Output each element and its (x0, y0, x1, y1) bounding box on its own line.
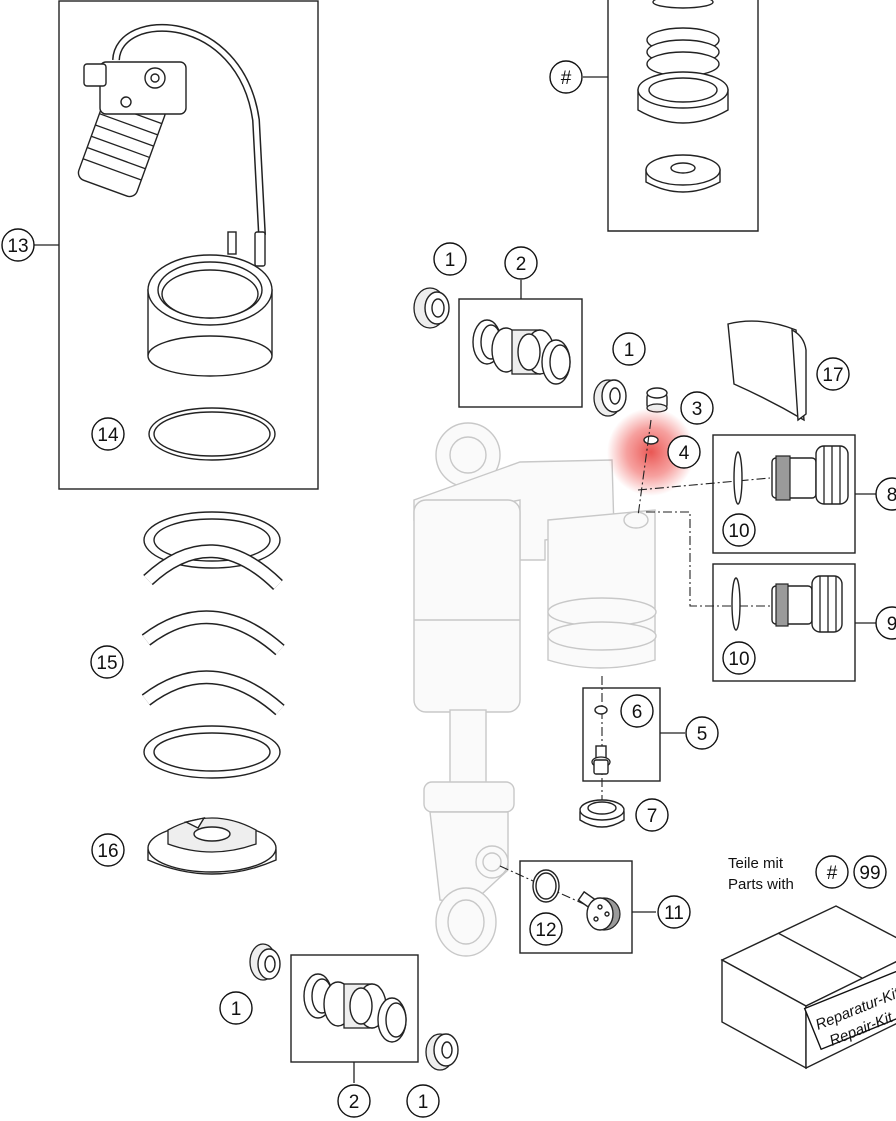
callout-12: 12 (529, 912, 563, 946)
callout-1-top-left: 1 (433, 242, 467, 276)
callout-2-top: 2 (504, 246, 538, 280)
callout-13-label: 13 (7, 236, 28, 257)
callout-14-label: 14 (97, 425, 119, 446)
bushing-part-1-bottom-right (425, 1033, 459, 1071)
callout-17-label: 17 (822, 365, 843, 386)
coil-spring-part-15 (141, 511, 285, 779)
callout-6-label: 6 (632, 702, 643, 723)
callout-1-bottom-left: 1 (219, 991, 253, 1025)
cap-part-7 (579, 799, 625, 828)
callout-14: 14 (91, 417, 125, 451)
shock-body-ghost (413, 422, 657, 957)
callout-15-label: 15 (96, 653, 117, 674)
kit-legend-hash: # (827, 863, 838, 884)
callout-16: 16 (91, 833, 125, 867)
callout-8-label: 8 (887, 485, 896, 506)
adjuster-group-9 (646, 511, 876, 682)
bearing-group-2-top (458, 280, 583, 408)
adjuster-group-8 (637, 434, 876, 554)
kit-legend-number-badge (853, 855, 887, 889)
kit-legend-line2: Parts with (728, 876, 794, 893)
callout-hash-top-label: # (561, 68, 572, 89)
valve-group-11 (519, 860, 656, 954)
callout-1-top-mid: 1 (612, 332, 646, 366)
spring-seat-parts (637, 0, 729, 193)
bushing-part-1-top-left (413, 287, 450, 329)
hash-group-frame (583, 0, 759, 232)
callout-15: 15 (90, 645, 124, 679)
bushing-part-1-bottom-left (249, 943, 281, 981)
callout-6: 6 (620, 694, 654, 728)
callout-2-bottom: 2 (337, 1084, 371, 1118)
callout-10-upper-label: 10 (728, 521, 749, 542)
valve-group-5 (582, 687, 685, 782)
callout-1-bottom-left-label: 1 (231, 999, 242, 1020)
kit-legend-number: 99 (859, 863, 880, 884)
callout-1-bottom-right-label: 1 (418, 1092, 429, 1113)
callout-17: 17 (816, 357, 850, 391)
bearing-group-2-bottom (290, 954, 419, 1083)
spring-seat-part-16 (147, 816, 277, 875)
callout-10-lower: 10 (722, 641, 756, 675)
seal-ring-part-14 (148, 407, 276, 461)
kit-legend-hash-badge (815, 855, 849, 889)
callout-10-lower-label: 10 (728, 649, 749, 670)
axis-line-3-4 (637, 419, 652, 517)
kit-legend: Teile mit Parts with # 99 (728, 855, 887, 893)
callout-5-label: 5 (697, 724, 708, 745)
callout-hash-top: # (549, 60, 583, 94)
air-can-part (147, 231, 273, 377)
callout-10-upper: 10 (722, 513, 756, 547)
callout-1-top-mid-label: 1 (624, 340, 635, 361)
kit-legend-line1: Teile mit (728, 855, 784, 872)
callout-1-top-left-label: 1 (445, 250, 456, 271)
callout-4: 4 (667, 435, 701, 469)
highlight-glow (607, 408, 695, 496)
callout-12-label: 12 (535, 920, 556, 941)
bushing-part-1-top-mid (593, 379, 627, 417)
callout-11-label: 11 (664, 903, 684, 924)
callout-7: 7 (635, 798, 669, 832)
callout-5: 5 (685, 716, 719, 750)
callout-2-top-label: 2 (516, 254, 527, 275)
callout-9-label: 9 (887, 614, 896, 635)
guard-sleeve-part-17 (727, 320, 807, 422)
callout-7-label: 7 (647, 806, 658, 827)
callout-4-label: 4 (679, 443, 690, 464)
callout-1-bottom-right: 1 (406, 1084, 440, 1118)
assembly-13-frame (34, 0, 319, 490)
callout-2-bottom-label: 2 (349, 1092, 360, 1113)
repair-kit-box: Reparatur-Kit Repair-Kit (720, 905, 896, 1070)
callout-8: 8 (875, 477, 896, 511)
o-ring-part-4 (643, 435, 659, 445)
reservoir-hose-part (77, 23, 266, 236)
callout-11: 11 (657, 895, 691, 929)
callout-16-label: 16 (97, 841, 118, 862)
callout-9: 9 (875, 606, 896, 640)
callout-3-label: 3 (692, 399, 703, 420)
callout-3: 3 (680, 391, 714, 425)
callout-13: 13 (1, 228, 35, 262)
